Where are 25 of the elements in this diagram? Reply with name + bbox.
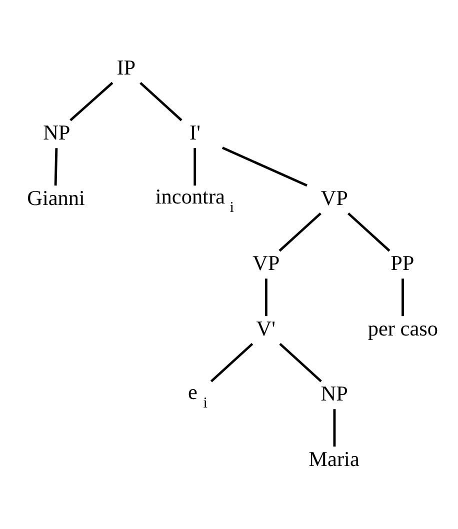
connector — [278, 212, 322, 252]
connector — [70, 82, 114, 122]
connector — [140, 82, 182, 122]
connector — [402, 278, 404, 316]
connector — [54, 148, 58, 186]
node-text: V' — [256, 316, 276, 340]
connector — [222, 146, 308, 187]
connector — [264, 278, 268, 316]
connector — [210, 342, 254, 382]
node-text: incontra $_{i}$ — [155, 184, 234, 216]
node-text: I' — [190, 120, 200, 145]
connector — [194, 148, 196, 186]
node-text: NP — [320, 382, 348, 406]
node-text: IP — [116, 55, 136, 80]
connector — [347, 212, 390, 252]
node-text: VP — [252, 251, 280, 276]
node-text: NP — [43, 120, 70, 145]
connector — [279, 342, 322, 382]
node-text: e $_{i}$ — [188, 380, 208, 412]
node-text: Gianni — [27, 186, 85, 210]
node-text: PP — [390, 251, 414, 276]
connector — [333, 409, 336, 447]
node-text: per caso — [368, 316, 438, 340]
node-text: Maria — [308, 446, 360, 471]
node-text: VP — [320, 186, 348, 210]
